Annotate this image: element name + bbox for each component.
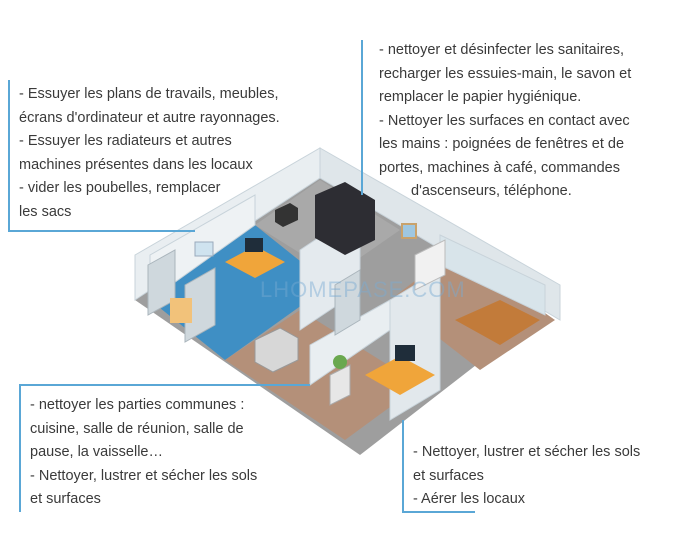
boxes (170, 298, 192, 323)
note-line: - Essuyer les radiateurs et autres (19, 133, 232, 149)
copier (254, 327, 299, 373)
note-line: remplacer le papier hygiénique. (379, 89, 582, 105)
note-line: - Aérer les locaux (413, 491, 526, 507)
note-line: les mains : poignées de fenêtres et de (379, 136, 625, 152)
note-line: machines présentes dans les locaux (19, 156, 253, 173)
note-line: - Nettoyer les surfaces en contact avec (379, 112, 630, 129)
note-line: d'ascenseurs, téléphone. (411, 183, 572, 199)
note-line: écrans d'ordinateur et autre rayonnages. (19, 109, 280, 126)
cleaning-note-bottom-left: - nettoyer les parties communes : cuisin… (30, 394, 257, 512)
callout-line-bottom-left (19, 384, 310, 512)
window-left (194, 241, 214, 257)
callout-line-bottom-right (402, 420, 475, 513)
printer-server-room (275, 203, 298, 227)
desk-front (365, 356, 435, 395)
monitor-left (245, 238, 263, 252)
callout-line-top-left (8, 80, 195, 232)
note-line: - Nettoyer, lustrer et sécher les sols (30, 467, 258, 484)
cabinet-front (329, 364, 351, 406)
note-line: - Essuyer les plans de travails, meubles… (19, 86, 279, 102)
note-line: les sacs (19, 203, 72, 220)
cleaning-note-top-right: - nettoyer et désinfecter les sanitaires… (379, 39, 631, 204)
picture-right (401, 223, 417, 239)
note-line: et surfaces (30, 491, 101, 507)
cleaning-note-bottom-right: - Nettoyer, lustrer et sécher les sols e… (413, 441, 640, 512)
monitor-front (395, 345, 415, 361)
shelf-middle (334, 269, 361, 336)
note-line: - nettoyer les parties communes : (30, 397, 245, 413)
cleaning-note-top-left: - Essuyer les plans de travails, meubles… (19, 83, 280, 224)
plant-front (333, 355, 347, 369)
note-line: - nettoyer et désinfecter les sanitaires… (379, 42, 625, 58)
note-line: - vider les poubelles, remplacer (19, 180, 221, 196)
watermark: LHOMEPASE.COM (260, 277, 466, 302)
note-line: recharger les essuies-main, le savon et (379, 65, 632, 82)
note-line: portes, machines à café, commandes (379, 159, 620, 176)
note-line: et surfaces (413, 467, 484, 484)
server-rack (315, 182, 375, 255)
desk-left (225, 246, 285, 278)
sofa (455, 300, 540, 345)
note-line: pause, la vaisselle… (30, 444, 163, 460)
note-line: - Nettoyer, lustrer et sécher les sols (413, 444, 641, 460)
cabinet-right (414, 239, 446, 291)
note-line: cuisine, salle de réunion, salle de (30, 420, 244, 437)
